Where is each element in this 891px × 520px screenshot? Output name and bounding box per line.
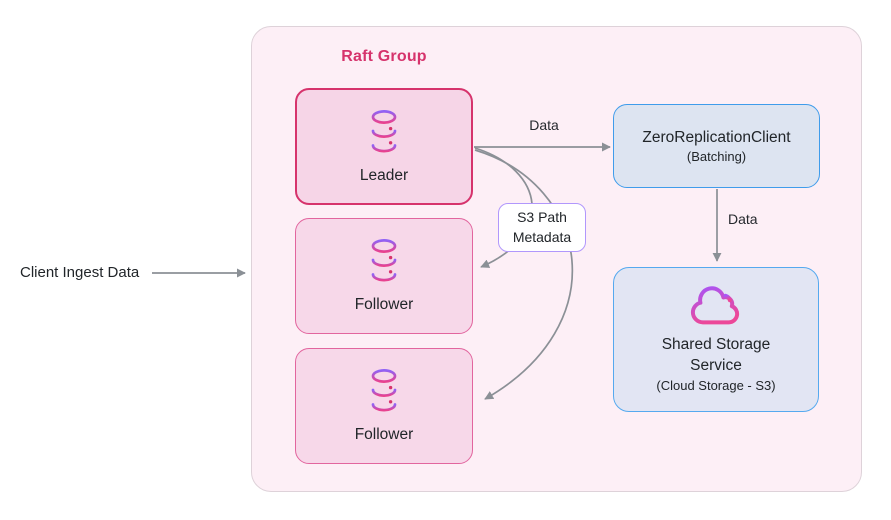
database-icon <box>371 369 397 412</box>
raft-group-title: Raft Group <box>341 48 427 65</box>
database-icon <box>371 109 397 152</box>
edge-label-data-leader-zrc: Data <box>529 117 559 133</box>
database-icon <box>371 239 397 282</box>
node-follower-1-label: Follower <box>354 296 414 313</box>
node-follower-2-label: Follower <box>354 426 414 443</box>
s3-path-metadata-label: S3 Path Metadata <box>498 203 586 252</box>
node-shared-storage-service: Shared Storage Service (Cloud Storage - … <box>613 267 819 412</box>
edge-label-data-zrc-storage: Data <box>728 211 758 227</box>
node-zero-replication-client: ZeroReplicationClient (Batching) <box>613 104 820 188</box>
node-zrc-title: ZeroReplicationClient <box>642 128 791 146</box>
node-follower-1: Follower <box>295 218 473 334</box>
cloud-icon <box>690 285 740 324</box>
client-ingest-label: Client Ingest Data <box>20 264 140 281</box>
node-leader: Leader <box>295 88 473 205</box>
node-leader-label: Leader <box>359 166 409 184</box>
node-follower-2: Follower <box>295 348 473 464</box>
node-zrc-subtitle: (Batching) <box>686 148 747 164</box>
node-storage-title: Shared Storage Service <box>661 335 771 374</box>
node-storage-subtitle: (Cloud Storage - S3) <box>656 378 776 394</box>
